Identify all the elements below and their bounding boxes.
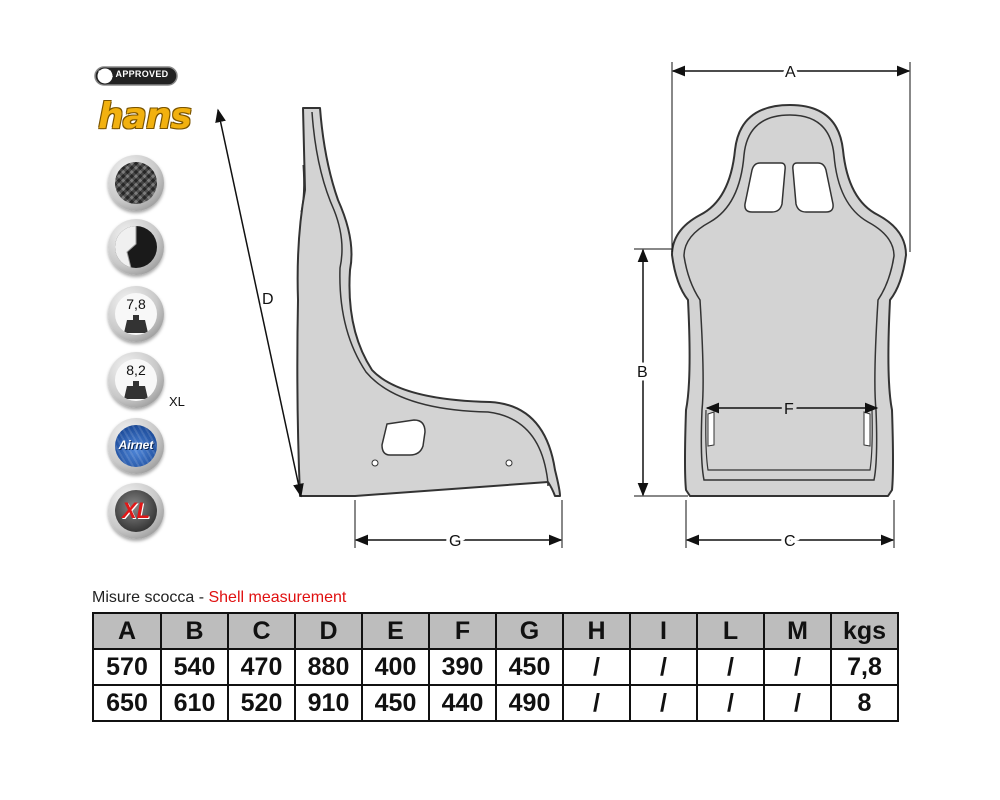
carbon-fiber-icon [108, 155, 164, 211]
caption-english: Shell measurement [208, 589, 347, 606]
table-cell: / [763, 648, 832, 686]
table-cell: / [696, 648, 765, 686]
fia-approved-label: FIA APPROVED [98, 69, 169, 79]
table-cell: 570 [92, 648, 162, 686]
table-cell: 400 [361, 648, 430, 686]
hans-logo-text: hans [98, 96, 192, 137]
table-cell: / [696, 684, 765, 722]
table-cell: 450 [361, 684, 430, 722]
table-cell: 450 [495, 648, 564, 686]
airnet-icon: Airnet [108, 418, 164, 474]
table-cell: / [629, 684, 698, 722]
seat-shell-diagram: D G A B F C [215, 62, 911, 550]
header-cell: F [428, 612, 497, 650]
header-cell: A [92, 612, 162, 650]
airnet-label: Airnet [118, 438, 154, 452]
table-cell: 880 [294, 648, 363, 686]
header-cell: M [763, 612, 832, 650]
weight-icon: 7,8 [108, 286, 164, 342]
hans-logo: hans [96, 96, 192, 142]
dimension-f-label: F [784, 401, 794, 418]
table-cell: 910 [294, 684, 363, 722]
header-cell: E [361, 612, 430, 650]
table-cell: / [562, 648, 631, 686]
shell-measurement-table: A B C D E F G H I L M kgs 570 540 470 88… [92, 612, 899, 722]
table-cell: 440 [428, 684, 497, 722]
weight-standard-value: 7,8 [126, 296, 146, 312]
table-caption: Misure scocca - Shell measurement [92, 589, 346, 607]
header-cell: C [227, 612, 296, 650]
table-cell: / [763, 684, 832, 722]
table-header-row: A B C D E F G H I L M kgs [92, 612, 899, 650]
header-cell: L [696, 612, 765, 650]
header-cell: G [495, 612, 564, 650]
table-cell: 390 [428, 648, 497, 686]
weight-xl-icon: 8,2 [108, 352, 164, 408]
side-view-shell [296, 107, 561, 497]
header-cell: D [294, 612, 363, 650]
table-row: 570 540 470 880 400 390 450 / / / / 7,8 [92, 648, 899, 686]
dimension-d-arrow [215, 108, 304, 498]
table-cell: 490 [495, 684, 564, 722]
dimension-a-label: A [785, 64, 796, 81]
table-cell: 7,8 [830, 648, 899, 686]
dimension-d-label: D [262, 291, 274, 308]
dimension-b-label: B [637, 364, 648, 381]
fia-approved-badge: FIA APPROVED [94, 66, 178, 86]
table-cell: 470 [227, 648, 296, 686]
weight-xl-suffix: XL [169, 394, 185, 409]
shell-profile-icon [108, 219, 164, 275]
header-cell: H [562, 612, 631, 650]
table-row: 650 610 520 910 450 440 490 / / / / 8 [92, 684, 899, 722]
header-cell: kgs [830, 612, 899, 650]
table-cell: 8 [830, 684, 899, 722]
table-cell: / [562, 684, 631, 722]
header-cell: I [629, 612, 698, 650]
dimension-c-label: C [784, 533, 796, 550]
table-cell: 610 [160, 684, 229, 722]
table-cell: 520 [227, 684, 296, 722]
dimension-g-label: G [449, 533, 461, 550]
feature-icons: FIA APPROVED hans 7,8 8,2 [0, 0, 220, 560]
table-cell: 540 [160, 648, 229, 686]
front-view-shell [671, 104, 907, 497]
header-cell: B [160, 612, 229, 650]
xl-label: XL [121, 498, 151, 523]
weight-xl-value: 8,2 [126, 362, 146, 378]
caption-italian: Misure scocca - [92, 589, 209, 606]
table-cell: / [629, 648, 698, 686]
table-cell: 650 [92, 684, 162, 722]
xl-size-icon: XL [108, 483, 164, 539]
